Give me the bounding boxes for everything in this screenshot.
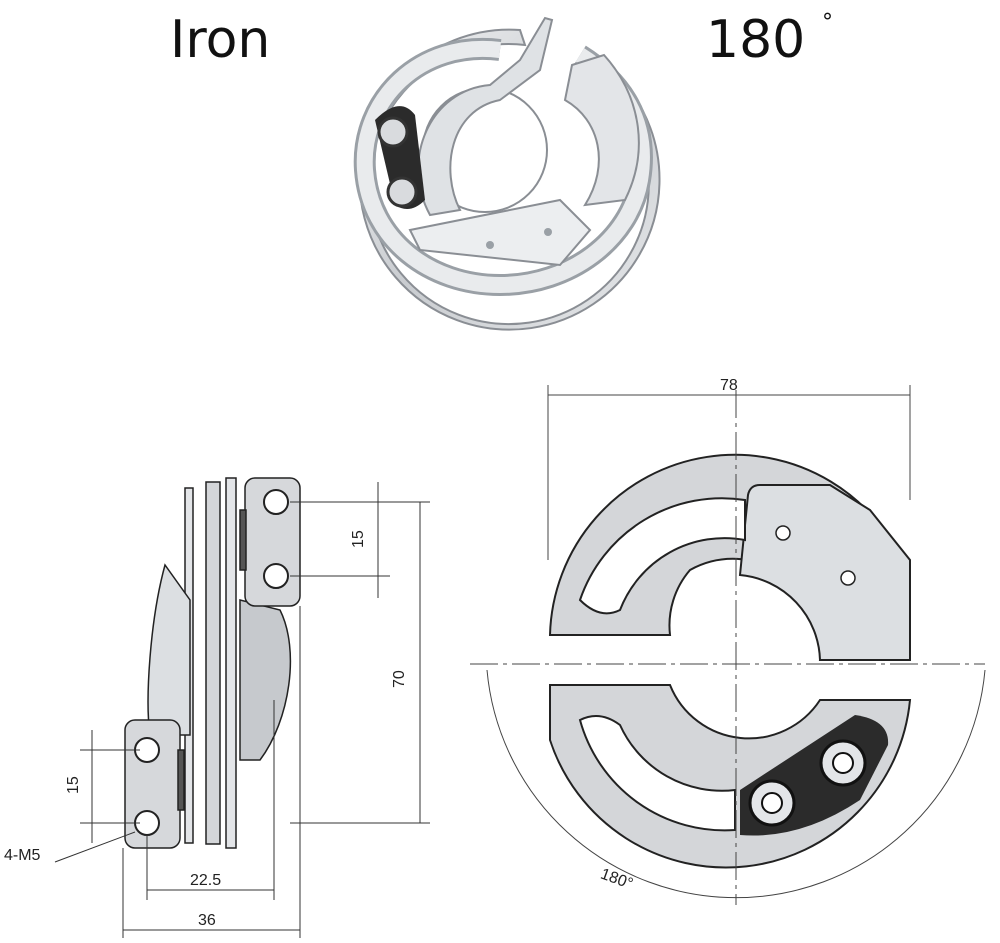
material-label: Iron (170, 10, 271, 70)
roller-top (377, 116, 409, 148)
lower-plate (549, 684, 912, 869)
dim-holes: 4-M5 (4, 847, 41, 864)
dim-diameter: 78 (720, 377, 738, 394)
lower-slot (578, 715, 736, 832)
upper-slot (578, 497, 746, 615)
right-arm (563, 53, 640, 207)
dim-hole-spacing-top: 15 (350, 530, 367, 548)
dim-width: 36 (198, 912, 216, 929)
dim-rotation: 180° (598, 866, 635, 893)
dim-hole-offset: 22.5 (190, 872, 221, 889)
degree-symbol: ° (822, 10, 833, 35)
angle-label: 180 (706, 10, 806, 70)
roller-bottom (386, 176, 418, 208)
dim-hole-spacing-bottom: 15 (65, 776, 82, 794)
front-mount-plate (738, 484, 911, 661)
mount-plate (408, 198, 592, 267)
dim-height: 70 (391, 670, 408, 688)
